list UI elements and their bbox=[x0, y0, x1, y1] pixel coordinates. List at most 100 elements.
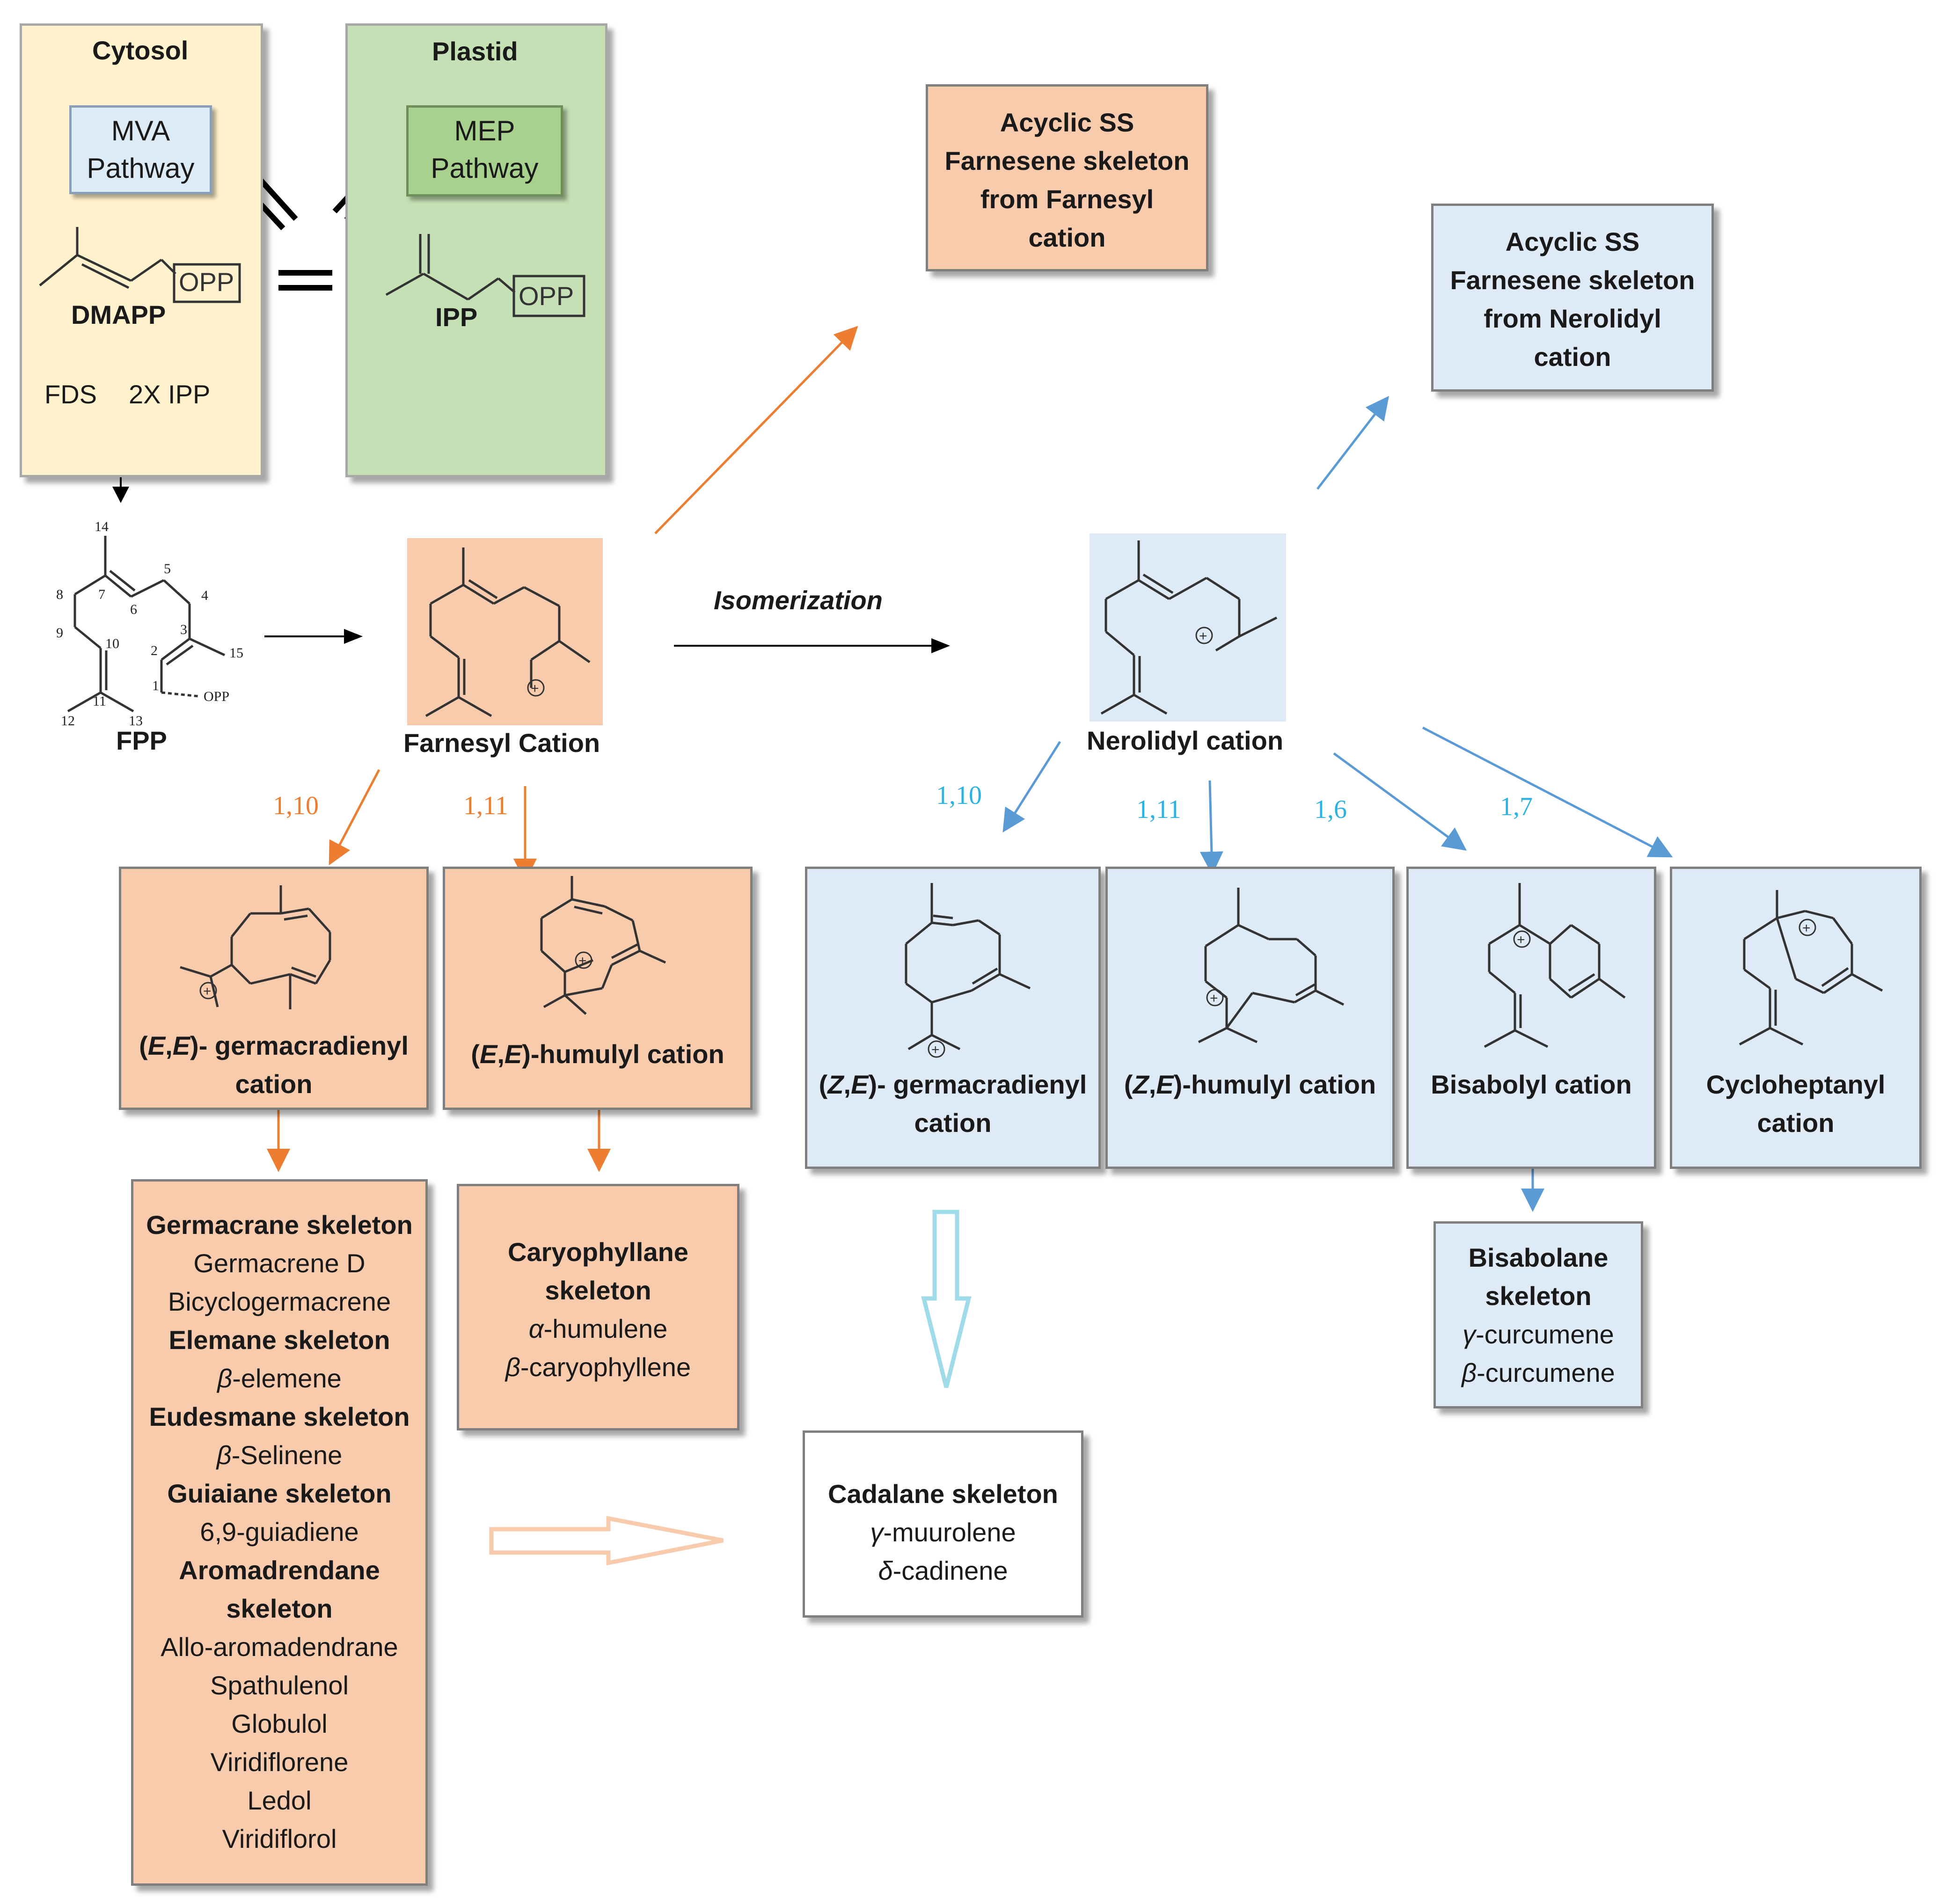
mva-pathway-box: MVA Pathway bbox=[69, 105, 212, 194]
fds-label: FDS bbox=[44, 379, 97, 409]
ze-humulyl-suffix: )-humulyl cation bbox=[1173, 1070, 1376, 1099]
delta-cadinene-prefix: δ bbox=[878, 1556, 893, 1585]
beta-caryophyllene: β-caryophyllene bbox=[505, 1348, 691, 1386]
fpp-atom-9: 9 bbox=[56, 625, 63, 641]
delta-cadinene: δ-cadinene bbox=[878, 1552, 1008, 1590]
ze-humulyl-structure: + bbox=[1198, 888, 1345, 1043]
viridiflorol: Viridiflorol bbox=[222, 1824, 337, 1853]
ze-humulyl-comma: , bbox=[1148, 1070, 1156, 1099]
globulol: Globulol bbox=[231, 1709, 328, 1738]
beta-selinene: β-Selinene bbox=[217, 1436, 343, 1474]
gamma-muurolene: γ-muurolene bbox=[870, 1513, 1016, 1552]
beta-selinene-prefix: β bbox=[216, 1440, 232, 1470]
gamma-curcumene: γ-curcumene bbox=[1463, 1315, 1614, 1354]
label-nerolidyl-17: 1,7 bbox=[1500, 792, 1533, 821]
cycloheptanyl-plus: + bbox=[1802, 920, 1811, 936]
alpha-humulene-name: -humulene bbox=[543, 1314, 668, 1343]
fpp-atom-15: 15 bbox=[229, 645, 243, 661]
acyclic-nerolidyl-line4: cation bbox=[1534, 342, 1611, 372]
alpha-humulene: α-humulene bbox=[529, 1310, 668, 1348]
ee-humulyl-box: + (E,E)-humulyl cation bbox=[443, 867, 753, 1110]
fpp-atom-1: 1 bbox=[152, 678, 159, 693]
bisabolyl-plus: + bbox=[1517, 932, 1525, 948]
label-nerolidyl-16: 1,6 bbox=[1314, 795, 1347, 824]
fpp-atom-11: 11 bbox=[93, 693, 106, 709]
bisabolane-heading-2: skeleton bbox=[1485, 1281, 1592, 1311]
ze-humulyl-open: ( bbox=[1124, 1070, 1133, 1099]
acyclic-farnesyl-line3: from Farnesyl bbox=[980, 184, 1154, 214]
acyclic-nerolidyl-box: Acyclic SS Farnesene skeleton from Nerol… bbox=[1431, 204, 1714, 392]
ze-germacradienyl-open: ( bbox=[819, 1070, 828, 1099]
acyclic-nerolidyl-line1: Acyclic SS bbox=[1505, 227, 1640, 256]
ee-humulyl-line1: (E,E)-humulyl cation bbox=[471, 1035, 724, 1073]
ee-humulyl-s2: E bbox=[504, 1039, 522, 1069]
dmapp-structure: OPP bbox=[39, 227, 241, 303]
gamma-curcumene-name: -curcumene bbox=[1476, 1320, 1614, 1349]
ze-germacradienyl-line1: (Z,E)- germacradienyl bbox=[819, 1065, 1087, 1104]
eudesmane-heading: Eudesmane skeleton bbox=[149, 1402, 410, 1431]
fpp-structure: 14 5 8 7 6 4 9 10 3 2 15 1 12 11 13 OPP bbox=[56, 519, 243, 729]
label-nerolidyl-111: 1,11 bbox=[1136, 795, 1181, 824]
bicyclogermacrene: Bicyclogermacrene bbox=[168, 1287, 391, 1316]
fpp-atom-3: 3 bbox=[180, 622, 187, 637]
cadalane-heading: Cadalane skeleton bbox=[828, 1479, 1058, 1509]
fpp-atom-12: 12 bbox=[61, 713, 75, 729]
fpp-opp: OPP bbox=[204, 689, 229, 704]
ee-humulyl-plus: + bbox=[578, 953, 587, 969]
bisabolyl-label: Bisabolyl cation bbox=[1431, 1070, 1632, 1099]
fpp-atom-14: 14 bbox=[95, 519, 109, 534]
gamma-muurolene-prefix: γ bbox=[870, 1517, 884, 1547]
beta-elemene: β-elemene bbox=[217, 1359, 341, 1398]
beta-elemene-name: -elemene bbox=[232, 1364, 342, 1393]
fpp-atom-8: 8 bbox=[56, 587, 63, 602]
fpp-atom-13: 13 bbox=[129, 713, 143, 729]
ee-humulyl-structure: + bbox=[540, 876, 666, 1015]
cycloheptanyl-line2: cation bbox=[1757, 1108, 1835, 1138]
dmapp-label: DMAPP bbox=[71, 300, 166, 329]
bisabolane-heading-1: Bisabolane bbox=[1468, 1243, 1609, 1272]
2x-ipp-label: 2X IPP bbox=[129, 379, 211, 409]
nerolidyl-structure: + bbox=[1100, 540, 1278, 715]
cycloheptanyl-box: + Cycloheptanyl cation bbox=[1670, 867, 1922, 1169]
farnesyl-plus: + bbox=[531, 681, 539, 696]
mva-line1: MVA bbox=[111, 115, 170, 146]
hollow-arrow-down bbox=[921, 1210, 972, 1388]
acyclic-farnesyl-line2: Farnesene skeleton bbox=[944, 146, 1190, 175]
gamma-curcumene-prefix: γ bbox=[1463, 1320, 1476, 1349]
farnesyl-structure-bg bbox=[407, 538, 603, 725]
ipp-structure: OPP bbox=[385, 234, 585, 317]
nerolidyl-cation-label: Nerolidyl cation bbox=[1087, 726, 1284, 755]
ze-humulyl-s1: Z bbox=[1133, 1070, 1149, 1099]
ee-germacradienyl-s1: E bbox=[147, 1031, 166, 1060]
nerolidyl-plus: + bbox=[1199, 628, 1207, 644]
isomerization-arrow bbox=[674, 638, 950, 653]
ee-humulyl-suffix: )-humulyl cation bbox=[522, 1039, 724, 1069]
ee-germacradienyl-line2: cation bbox=[235, 1069, 313, 1099]
mep-line1: MEP bbox=[454, 115, 515, 146]
cytosol-compartment: Cytosol bbox=[20, 23, 263, 477]
germacrane-heading: Germacrane skeleton bbox=[146, 1210, 413, 1240]
arrow-nerolidyl-16 bbox=[1333, 752, 1467, 851]
beta-caryophyllene-name: -caryophyllene bbox=[520, 1352, 691, 1382]
acyclic-nerolidyl-line2: Farnesene skeleton bbox=[1450, 265, 1695, 295]
acyclic-nerolidyl-line3: from Nerolidyl bbox=[1484, 304, 1661, 333]
alpha-humulene-prefix: α bbox=[528, 1314, 544, 1343]
guiadiene: 6,9-guiadiene bbox=[200, 1517, 359, 1547]
cycloheptanyl-structure: + bbox=[1739, 890, 1883, 1046]
plastid-title: Plastid bbox=[432, 36, 518, 66]
ze-humulyl-s2: E bbox=[1156, 1070, 1174, 1099]
beta-curcumene-prefix: β bbox=[1462, 1358, 1477, 1387]
mva-line2: Pathway bbox=[87, 153, 195, 184]
fpp-atom-10: 10 bbox=[105, 636, 119, 651]
arrow-nerolidyl-111 bbox=[1199, 780, 1223, 875]
label-farnesyl-111: 1,11 bbox=[463, 791, 508, 820]
ee-humulyl-open: ( bbox=[471, 1039, 480, 1069]
ze-germacradienyl-box: + (Z,E)- germacradienyl cation bbox=[805, 867, 1101, 1169]
ze-humulyl-box: + (Z,E)-humulyl cation bbox=[1105, 867, 1395, 1169]
ipp-label: IPP bbox=[435, 302, 478, 332]
ee-germacradienyl-line1: (E,E)- germacradienyl bbox=[139, 1027, 409, 1065]
ee-germacradienyl-structure: + bbox=[180, 885, 331, 1009]
fpp-label: FPP bbox=[116, 726, 167, 755]
fpp-atom-4: 4 bbox=[201, 588, 208, 603]
arrow-to-acyclic-nerolidyl bbox=[1316, 396, 1390, 490]
